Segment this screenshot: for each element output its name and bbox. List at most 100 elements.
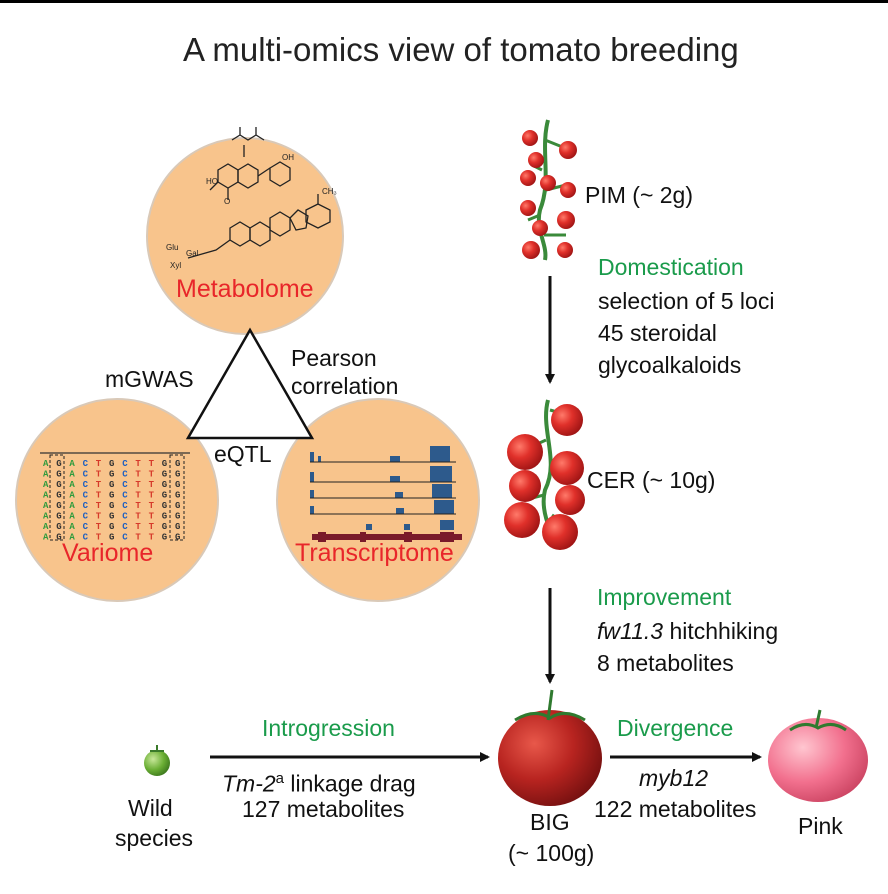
- variome-base: C: [83, 533, 89, 543]
- variome-base: G: [175, 491, 180, 501]
- variome-base: G: [162, 533, 167, 543]
- variome-base: G: [175, 522, 180, 532]
- svg-text:HO: HO: [206, 177, 218, 186]
- variome-base: G: [175, 470, 180, 480]
- variome-base: A: [43, 470, 49, 480]
- variome-base: T: [135, 522, 141, 532]
- variome-base: T: [96, 491, 102, 501]
- variome-base: G: [109, 522, 114, 532]
- variome-base: A: [43, 491, 49, 501]
- tm2-superscript: a: [275, 770, 285, 787]
- pink-label: Pink: [798, 813, 843, 839]
- variome-base: G: [109, 491, 114, 501]
- svg-text:Xyl: Xyl: [170, 261, 181, 270]
- pim-label: PIM (~ 2g): [585, 182, 694, 208]
- variome-base: C: [122, 470, 128, 480]
- introgression-line2: 127 metabolites: [242, 796, 405, 822]
- variome-base: A: [43, 459, 49, 469]
- variome-base: T: [135, 533, 141, 543]
- variome-base: A: [43, 501, 49, 511]
- big-tomato-icon: [498, 689, 602, 806]
- variome-base: T: [149, 491, 155, 501]
- tm2-gene: Tm-2: [222, 770, 276, 797]
- transcriptome-circle: [276, 398, 480, 602]
- wild-label: Wild: [128, 795, 173, 821]
- variome-base: T: [149, 533, 155, 543]
- linkage-drag-text: linkage drag: [284, 770, 416, 797]
- variome-base: C: [122, 480, 128, 490]
- metabolome-label: Metabolome: [176, 275, 314, 303]
- big-label: BIG: [530, 809, 570, 835]
- variome-base: A: [69, 470, 75, 480]
- variome-base: C: [83, 501, 89, 511]
- variome-base: T: [96, 522, 102, 532]
- variome-base: G: [175, 512, 180, 522]
- pim-vine-icon: [520, 119, 577, 261]
- variome-base: A: [43, 512, 49, 522]
- variome-base: G: [175, 501, 180, 511]
- variome-base: T: [96, 470, 102, 480]
- improvement-line1: fw11.3 hitchhiking: [597, 618, 778, 645]
- variome-base: G: [162, 522, 167, 532]
- variome-base: G: [109, 459, 114, 469]
- mgwas-label: mGWAS: [105, 366, 194, 392]
- variome-base: G: [162, 512, 167, 522]
- divergence-gene: myb12: [639, 765, 708, 792]
- variome-base: G: [56, 459, 61, 469]
- variome-base: C: [122, 459, 128, 469]
- variome-label: Variome: [62, 539, 154, 567]
- variome-base: A: [69, 491, 75, 501]
- variome-base: A: [43, 480, 49, 490]
- variome-base: G: [109, 501, 114, 511]
- species-label: species: [115, 825, 193, 851]
- svg-text:OH: OH: [282, 153, 294, 162]
- variome-base: A: [69, 522, 75, 532]
- variome-base: G: [162, 491, 167, 501]
- variome-base: G: [56, 512, 61, 522]
- variome-base: C: [83, 470, 89, 480]
- variome-base: C: [122, 491, 128, 501]
- big-weight-label: (~ 100g): [508, 840, 595, 866]
- svg-text:CH₃: CH₃: [322, 187, 337, 196]
- variome-base: T: [96, 512, 102, 522]
- variome-base: C: [83, 522, 89, 532]
- variome-base: G: [162, 459, 167, 469]
- domestication-title: Domestication: [598, 254, 744, 280]
- variome-base: C: [83, 491, 89, 501]
- variome-base: C: [83, 512, 89, 522]
- variome-base: G: [56, 533, 61, 543]
- domestication-line3: glycoalkaloids: [598, 352, 742, 378]
- pink-tomato-icon: [768, 709, 868, 802]
- variome-base: T: [149, 512, 155, 522]
- variome-base: T: [149, 470, 155, 480]
- variome-base: T: [96, 459, 102, 469]
- variome-base: G: [109, 512, 114, 522]
- improvement-line2: 8 metabolites: [597, 650, 734, 676]
- svg-text:Glu: Glu: [166, 243, 178, 252]
- variome-base: G: [56, 491, 61, 501]
- variome-base: C: [122, 501, 128, 511]
- variome-base: T: [149, 501, 155, 511]
- variome-base: C: [122, 522, 128, 532]
- variome-base: T: [135, 480, 141, 490]
- variome-base: T: [135, 491, 141, 501]
- variome-base: G: [56, 501, 61, 511]
- variome-base: T: [149, 480, 155, 490]
- variome-base: G: [162, 470, 167, 480]
- wild-species-icon: [144, 745, 170, 776]
- pearson-label: Pearson: [291, 345, 377, 371]
- variome-base: G: [162, 501, 167, 511]
- cer-vine-icon: [504, 399, 585, 550]
- variome-base: T: [135, 459, 141, 469]
- variome-base: T: [135, 470, 141, 480]
- variome-dashed-boxes: [49, 454, 185, 541]
- variome-base: T: [135, 512, 141, 522]
- variome-base: G: [109, 533, 114, 543]
- diagram-title: A multi-omics view of tomato breeding: [183, 31, 739, 68]
- variome-base: C: [83, 480, 89, 490]
- variome-base: G: [109, 470, 114, 480]
- metabolome-circle: [146, 137, 344, 335]
